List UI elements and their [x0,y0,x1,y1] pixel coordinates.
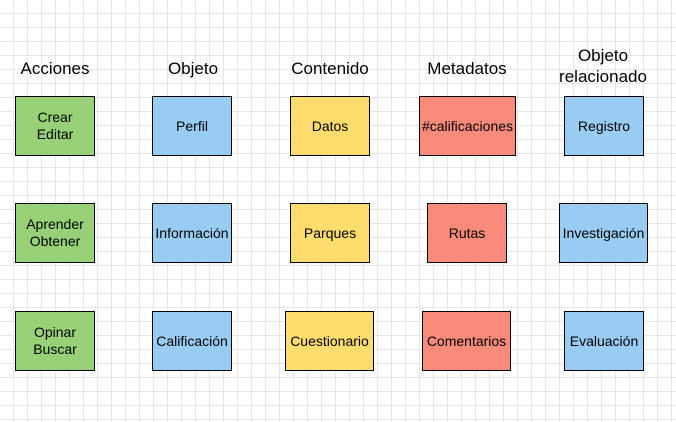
node-cuestionario: Cuestionario [285,311,374,371]
node-comentarios: Comentarios [422,311,511,371]
node-rutas: Rutas [427,203,507,263]
column-header-objeto: Objeto [167,59,219,78]
node-aprender-obtener: Aprender Obtener [15,203,95,263]
node-datos: Datos [290,96,370,156]
node-informacion: Información [152,203,232,263]
node-calificacion: Calificación [152,311,232,371]
column-header-metadatos: Metadatos [427,59,507,78]
column-header-objeto-relacionado: Objeto relacionado [559,46,647,86]
node-investigacion: Investigación [559,203,648,263]
node-registro: Registro [564,96,644,156]
node-calificaciones: #calificaciones [419,96,516,156]
column-header-contenido: Contenido [291,59,369,78]
node-parques: Parques [290,203,370,263]
node-opinar-buscar: Opinar Buscar [15,311,95,371]
node-evaluacion: Evaluación [564,311,644,371]
column-header-acciones: Acciones [20,59,90,78]
node-perfil: Perfil [152,96,232,156]
node-crear-editar: Crear Editar [15,96,95,156]
